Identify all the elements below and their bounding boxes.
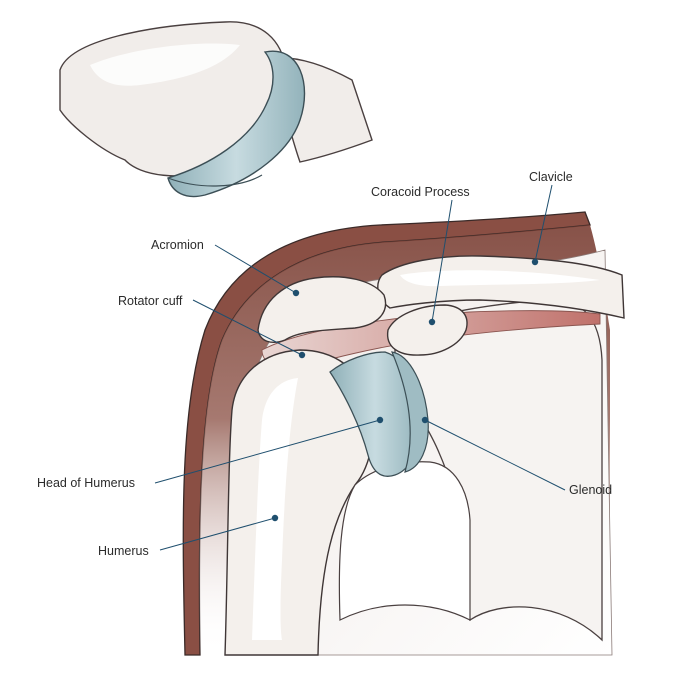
- dot-clavicle: [531, 258, 539, 266]
- leader-acromion: [214, 244, 297, 294]
- inset-joint-illustration: [59, 21, 373, 198]
- acromion-bone: [257, 276, 387, 343]
- label-humerus: Humerus: [98, 544, 149, 558]
- dot-rotator-cuff: [298, 351, 306, 359]
- glenoid-cartilage: [391, 351, 429, 473]
- inset-joint-gap: [167, 174, 263, 187]
- scapula-neck: [338, 461, 471, 621]
- dot-acromion: [292, 289, 300, 297]
- leader-coracoid: [431, 199, 453, 323]
- leader-clavicle: [534, 184, 553, 263]
- label-glenoid: Glenoid: [569, 483, 612, 497]
- inset-cartilage: [167, 50, 306, 198]
- label-head-of-humerus: Head of Humerus: [37, 476, 135, 490]
- dot-humerus: [271, 514, 279, 522]
- inset-left-bone-highlight: [90, 43, 240, 86]
- clavicle-highlight: [400, 270, 600, 287]
- leaders: [154, 184, 566, 551]
- dot-head-of-humerus: [376, 416, 384, 424]
- leader-head-of-humerus: [154, 419, 381, 484]
- leader-humerus: [159, 517, 276, 551]
- label-rotator-cuff: Rotator cuff: [118, 294, 183, 308]
- leader-rotator-cuff: [192, 299, 303, 356]
- label-clavicle: Clavicle: [529, 170, 573, 184]
- labels: Coracoid Process Clavicle Acromion Rotat…: [37, 170, 612, 558]
- humerus-highlight: [252, 378, 298, 640]
- dot-glenoid: [421, 416, 429, 424]
- shoulder-main-illustration: [182, 211, 625, 656]
- coracoid-bone: [386, 304, 468, 356]
- leader-glenoid: [424, 419, 566, 491]
- label-coracoid-process: Coracoid Process: [371, 185, 470, 199]
- label-acromion: Acromion: [151, 238, 204, 252]
- dot-coracoid: [428, 318, 436, 326]
